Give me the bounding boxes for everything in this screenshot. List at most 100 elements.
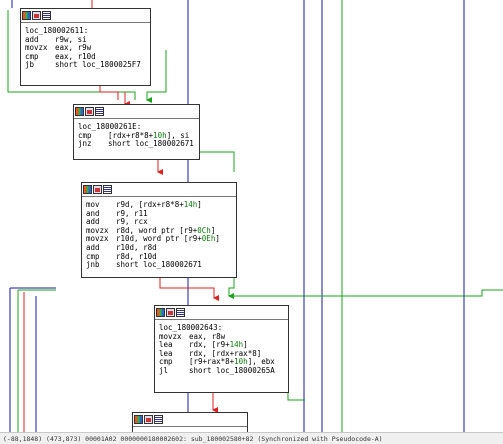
- graph-icon[interactable]: [134, 415, 143, 424]
- edge-line: [7, 10, 136, 100]
- mnemonic: cmp: [25, 51, 39, 61]
- instruction-line[interactable]: movzx eax, r8w: [159, 331, 285, 342]
- immediate-value: 0Ch: [197, 225, 211, 235]
- list-icon[interactable]: [95, 107, 104, 116]
- mnemonic: mov: [86, 200, 100, 209]
- edge-line: [287, 370, 305, 401]
- immediate-value: 14h: [229, 340, 244, 350]
- edge-line: [228, 278, 235, 299]
- code-block-partial[interactable]: [132, 412, 248, 434]
- operands: eax, r10d: [55, 51, 96, 61]
- operands: short loc_180002671: [108, 139, 194, 149]
- operands: eax, r9w: [55, 43, 92, 53]
- mnemonic: movzx: [86, 225, 109, 235]
- operands: r9, rcx: [116, 217, 148, 227]
- mnemonic: movzx: [159, 331, 182, 341]
- mnemonic: add: [86, 217, 100, 227]
- mnemonic: add: [25, 34, 39, 44]
- instruction-line[interactable]: cmp eax, r10d: [25, 51, 147, 62]
- block-header: [155, 306, 288, 320]
- block-header: [133, 413, 247, 427]
- immediate-value: 0Eh: [201, 234, 216, 244]
- edge-line: [146, 50, 167, 103]
- mnemonic: cmp: [159, 357, 173, 367]
- instruction-line[interactable]: jb short loc_1800025F7: [25, 61, 147, 70]
- instruction-line[interactable]: add r10d, r8d: [86, 242, 233, 253]
- mnemonic: movzx: [25, 43, 48, 53]
- mnemonic: and: [86, 208, 100, 218]
- graph-icon[interactable]: [83, 185, 92, 194]
- instruction-line[interactable]: add r9w, si: [25, 34, 147, 45]
- operands: rdx, [r9+14h]: [189, 340, 248, 350]
- chart-icon[interactable]: [32, 11, 41, 20]
- mnemonic: jnz: [78, 139, 92, 149]
- chart-icon[interactable]: [166, 308, 175, 317]
- instruction-line[interactable]: lea rdx, [rdx+rax*8]: [159, 348, 285, 359]
- mnemonic: jl: [159, 365, 169, 375]
- list-icon[interactable]: [103, 185, 112, 194]
- operands: eax, r8w: [189, 331, 226, 341]
- operands: [r9+rax*8+10h], ebx: [189, 357, 275, 367]
- instruction-line[interactable]: jl short loc_18000265A: [159, 365, 285, 376]
- operands: r10d, r8d: [116, 242, 157, 252]
- block-header: [74, 105, 199, 119]
- instruction-line[interactable]: movzx eax, r9w: [25, 44, 147, 53]
- chart-icon[interactable]: [85, 107, 94, 116]
- mnemonic: add: [86, 242, 100, 252]
- instruction-line[interactable]: and r9, r11: [86, 208, 233, 219]
- instruction-line[interactable]: movzx r10d, word ptr [r9+0Eh]: [86, 235, 233, 244]
- operands: r8d, word ptr [r9+0Ch]: [116, 225, 216, 235]
- chart-icon[interactable]: [144, 415, 153, 424]
- list-icon[interactable]: [176, 308, 185, 317]
- edge-line: [99, 85, 119, 100]
- operands: [rdx+r8*8+10h], si: [108, 130, 190, 140]
- block-label[interactable]: loc_180002643:: [159, 323, 223, 332]
- graph-icon[interactable]: [75, 107, 84, 116]
- block-label[interactable]: loc_18000261E:: [78, 122, 142, 131]
- instruction-line[interactable]: add r9, rcx: [86, 218, 233, 227]
- list-icon[interactable]: [154, 415, 163, 424]
- block-body: loc_180002643:movzx eax, r8w lea rdx, [r9+1…: [155, 320, 288, 378]
- instruction-line[interactable]: jnb short loc_180002671: [86, 261, 233, 270]
- block-label[interactable]: loc_180002611:: [25, 26, 89, 35]
- operands: short loc_1800025F7: [55, 60, 141, 70]
- code-block-loc-180002643[interactable]: loc_180002643:movzx eax, r8w lea rdx, [r9+1…: [154, 305, 289, 393]
- operands: r10d, word ptr [r9+0Eh]: [116, 234, 220, 244]
- instruction-line[interactable]: cmp[rdx+r8*8+10h], si: [78, 130, 196, 141]
- operands: rdx, [rdx+rax*8]: [189, 348, 262, 358]
- immediate-value: 10h: [234, 357, 248, 367]
- instruction-line[interactable]: jnz short loc_180002671: [78, 140, 196, 149]
- block-header: [21, 9, 150, 23]
- list-icon[interactable]: [42, 11, 51, 20]
- operands: r8d, r10d: [116, 251, 157, 261]
- mnemonic: jb: [25, 60, 35, 70]
- operands: r9w, si: [55, 34, 87, 44]
- mnemonic: movzx: [86, 234, 109, 244]
- instruction-line[interactable]: movzx r8d, word ptr [r9+0Ch]: [86, 225, 233, 236]
- mnemonic: lea: [159, 348, 173, 358]
- operands: r9, r11: [116, 208, 148, 218]
- mnemonic: jnb: [86, 260, 100, 270]
- edge-line: [229, 289, 503, 297]
- edge-lines: [7, 0, 503, 432]
- edge-line: [200, 151, 235, 172]
- graph-icon[interactable]: [156, 308, 165, 317]
- graph-icon[interactable]: [22, 11, 31, 20]
- chart-icon[interactable]: [93, 185, 102, 194]
- instruction-line[interactable]: lea rdx, [r9+14h]: [159, 340, 285, 350]
- instruction-line[interactable]: cmp [r9+rax*8+10h], ebx: [159, 358, 285, 367]
- operands: short loc_180002671: [116, 260, 202, 270]
- immediate-value: 14h: [183, 200, 198, 209]
- mnemonic: lea: [159, 340, 173, 350]
- immediate-value: 10h: [153, 130, 167, 140]
- operands: short loc_18000265A: [189, 365, 275, 375]
